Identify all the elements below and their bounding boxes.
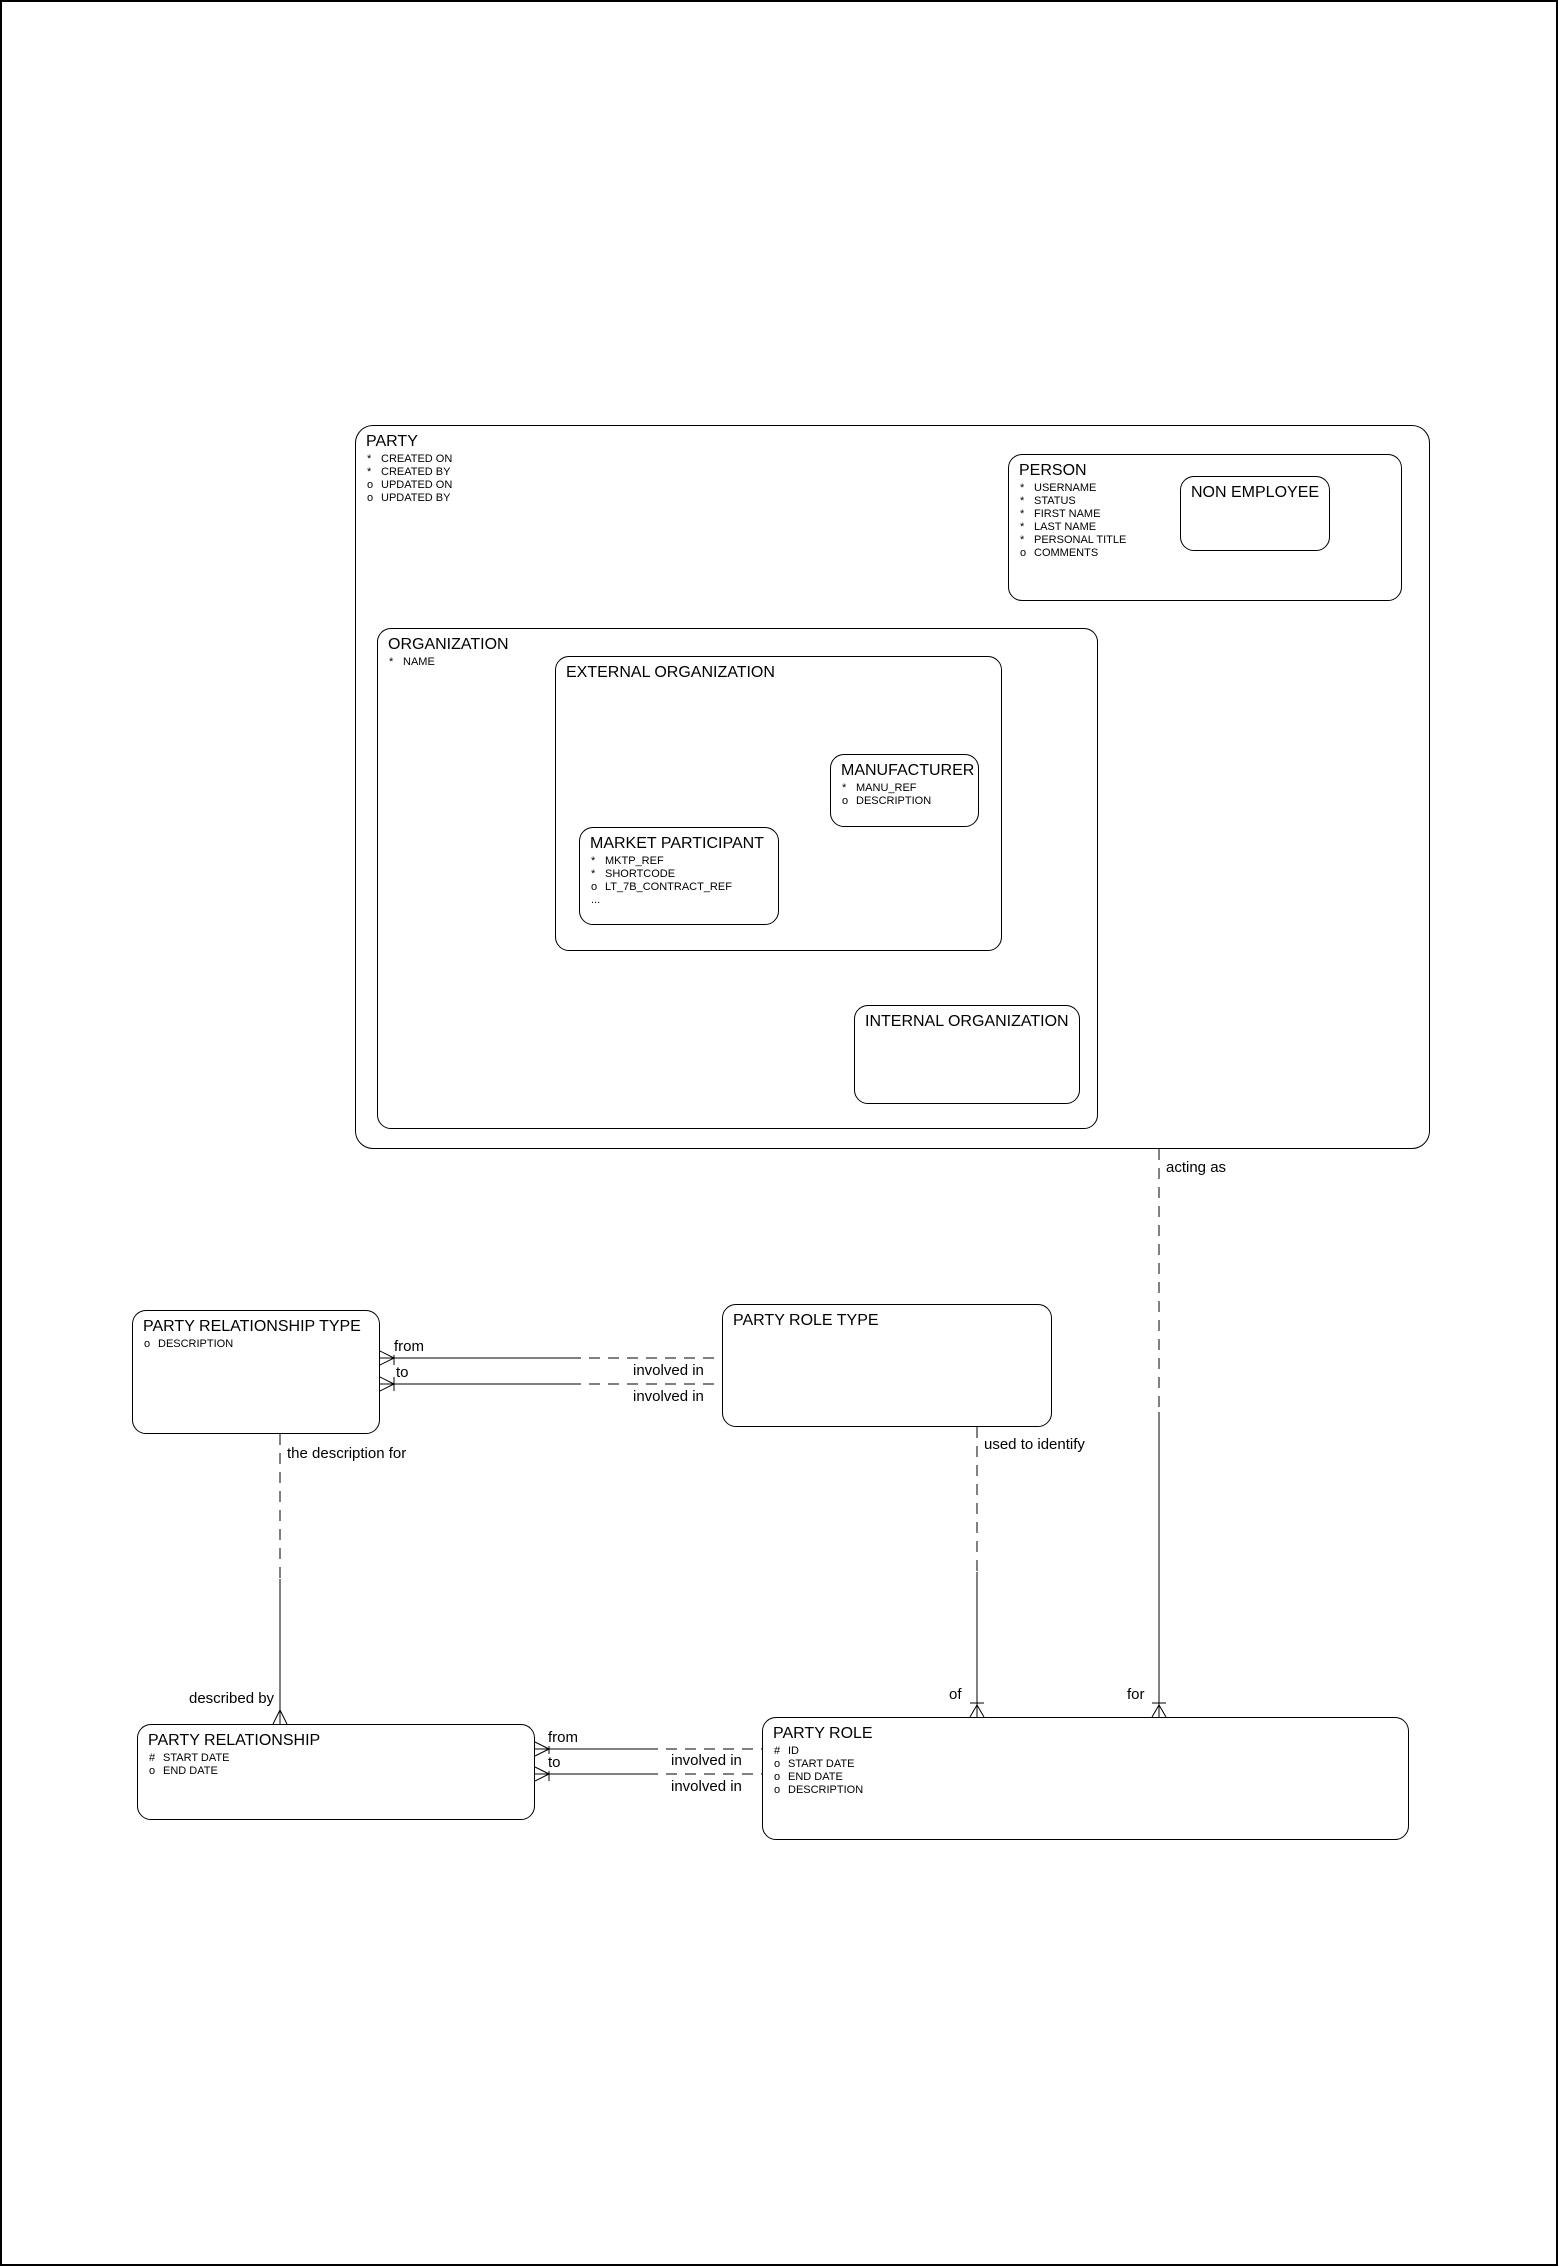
connector-acting-as-for	[1151, 1149, 1167, 1718]
entity-non-employee[interactable]: NON EMPLOYEE	[1180, 476, 1330, 551]
entity-attribute: *STATUS	[1020, 495, 1076, 507]
entity-party-role-type-title: PARTY ROLE TYPE	[733, 1312, 879, 1329]
relationship-label-pr-to: to	[547, 1754, 562, 1771]
entity-external-organization-title: EXTERNAL ORGANIZATION	[566, 664, 775, 681]
entity-party-relationship-type-title: PARTY RELATIONSHIP TYPE	[143, 1318, 361, 1335]
entity-organization-title: ORGANIZATION	[388, 636, 509, 653]
entity-attribute: *CREATED BY	[367, 466, 451, 478]
entity-person-attributes: *USERNAME*STATUS*FIRST NAME*LAST NAME*PE…	[1009, 482, 1401, 564]
relationship-label-acting-as: acting as	[1165, 1159, 1228, 1176]
entity-attribute: *MANU_REF	[842, 782, 917, 794]
entity-internal-organization[interactable]: INTERNAL ORGANIZATION	[854, 1005, 1080, 1104]
entity-market-participant-title: MARKET PARTICIPANT	[590, 835, 764, 852]
entity-attribute: #ID	[774, 1745, 799, 1757]
relationship-label-of: of	[948, 1686, 963, 1703]
relationship-label-pr-involved-in-bottom: involved in	[670, 1778, 743, 1795]
entity-attribute: *USERNAME	[1020, 482, 1097, 494]
entity-attribute: *CREATED ON	[367, 453, 453, 465]
relationship-label-pr-from: from	[547, 1729, 579, 1746]
entity-attribute: *FIRST NAME	[1020, 508, 1101, 520]
relationship-label-described-by: described by	[188, 1690, 276, 1707]
relationship-label-prt-to: to	[395, 1364, 410, 1381]
entity-internal-organization-title: INTERNAL ORGANIZATION	[865, 1013, 1069, 1030]
relationship-label-prt-involved-in-top: involved in	[632, 1362, 705, 1379]
entity-attribute: *NAME	[389, 656, 435, 668]
entity-attribute: *MKTP_REF	[591, 855, 664, 867]
relationship-label-for: for	[1126, 1686, 1146, 1703]
relationship-label-used-to-identify: used to identify	[983, 1436, 1086, 1453]
relationship-label-prt-involved-in-bottom: involved in	[632, 1388, 705, 1405]
entity-attribute: #START DATE	[149, 1752, 230, 1764]
entity-party-role-title: PARTY ROLE	[773, 1725, 873, 1742]
relationship-label-prt-from: from	[393, 1338, 425, 1355]
entity-party-role-type[interactable]: PARTY ROLE TYPE	[722, 1304, 1052, 1427]
entity-party-relationship-title: PARTY RELATIONSHIP	[148, 1732, 321, 1749]
connector-description-for-described-by	[272, 1434, 288, 1725]
entity-person-title: PERSON	[1019, 462, 1087, 479]
relationship-label-pr-involved-in-top: involved in	[670, 1752, 743, 1769]
connector-used-to-identify-of	[969, 1427, 985, 1718]
entity-non-employee-title: NON EMPLOYEE	[1191, 484, 1320, 501]
entity-party-title: PARTY	[366, 433, 418, 450]
entity-organization-attributes: *NAME	[378, 656, 1097, 673]
entity-attribute: *PERSONAL TITLE	[1020, 534, 1127, 546]
entity-manufacturer-title: MANUFACTURER	[841, 762, 975, 779]
relationship-label-the-description-for: the description for	[286, 1445, 408, 1462]
entity-attribute: *SHORTCODE	[591, 868, 676, 880]
entity-attribute: *LAST NAME	[1020, 521, 1097, 533]
entity-attribute: ...	[591, 894, 601, 906]
